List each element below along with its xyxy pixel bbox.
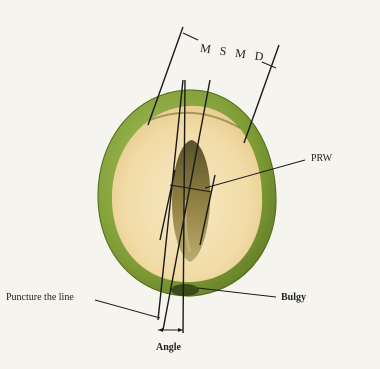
angle-marker <box>158 328 183 332</box>
msmd-label: M S M D <box>199 41 267 64</box>
prw-label: PRW <box>311 153 333 164</box>
stem-bulge <box>171 284 199 296</box>
bulgy-label: Bulgy <box>281 292 306 303</box>
puncture-label: Puncture the line <box>6 292 74 303</box>
puncture-leader-line <box>95 300 160 318</box>
angle-label: Angle <box>156 342 182 353</box>
